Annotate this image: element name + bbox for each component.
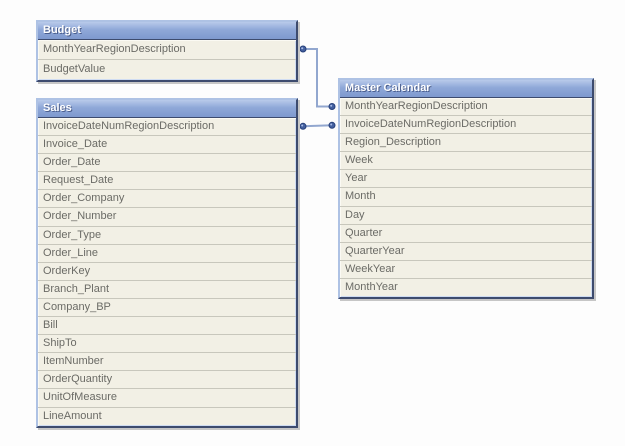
field-row[interactable]: Year xyxy=(340,170,592,189)
field-row[interactable]: ShipTo xyxy=(38,335,296,354)
connector-dot xyxy=(328,121,336,129)
field-row[interactable]: Order_Company xyxy=(38,190,296,209)
field-row[interactable]: OrderKey xyxy=(38,263,296,281)
field-row[interactable]: Order_Date xyxy=(38,154,296,173)
table-title: Budget xyxy=(43,24,81,36)
field-row[interactable]: Quarter xyxy=(340,225,592,243)
connector-dot xyxy=(328,103,336,110)
field-row[interactable]: OrderQuantity xyxy=(38,371,296,390)
connector-dot-highlight xyxy=(330,123,333,126)
field-row[interactable]: MonthYearRegionDescription xyxy=(38,40,296,60)
connection-budget-master-calendar xyxy=(299,45,336,110)
field-row[interactable]: Request_Date xyxy=(38,172,296,191)
field-row[interactable]: InvoiceDateNumRegionDescription xyxy=(340,116,592,135)
field-row[interactable]: Day xyxy=(340,207,592,225)
field-row[interactable]: QuarterYear xyxy=(340,243,592,261)
field-row[interactable]: Invoice_Date xyxy=(38,136,296,155)
field-row[interactable]: Order_Number xyxy=(38,208,296,227)
connector-dot-highlight xyxy=(301,47,304,50)
field-row[interactable]: LineAmount xyxy=(43,409,102,422)
field-row[interactable]: InvoiceDateNumRegionDescription xyxy=(38,118,296,137)
field-row[interactable]: BudgetValue xyxy=(43,63,106,75)
table-sales-header[interactable]: Sales xyxy=(38,100,296,118)
connector-dot xyxy=(299,45,307,53)
table-budget-header[interactable]: Budget xyxy=(38,22,296,40)
field-row[interactable]: Week xyxy=(340,152,592,171)
field-row[interactable]: MonthYearRegionDescription xyxy=(340,98,592,117)
table-master-calendar-header[interactable]: Master Calendar xyxy=(340,80,592,98)
table-master-calendar[interactable]: Master Calendar MonthYearRegionDescripti… xyxy=(338,78,594,300)
field-row[interactable]: Bill xyxy=(38,317,296,336)
field-row[interactable]: Month xyxy=(340,188,592,207)
field-row[interactable]: Order_Line xyxy=(38,245,296,263)
field-row[interactable]: UnitOfMeasure xyxy=(38,389,296,408)
connector-dot-highlight xyxy=(301,124,304,127)
field-row[interactable]: Region_Description xyxy=(340,134,592,153)
connector-line xyxy=(303,48,332,108)
table-title: Master Calendar xyxy=(345,82,431,94)
field-row[interactable]: Company_BP xyxy=(38,299,296,318)
field-row[interactable]: ItemNumber xyxy=(38,353,296,372)
field-row[interactable]: Order_Type xyxy=(38,227,296,245)
field-row[interactable]: MonthYear xyxy=(345,280,398,293)
connector-dot-highlight xyxy=(330,104,333,107)
connector-line xyxy=(302,124,333,128)
table-title: Sales xyxy=(43,102,72,114)
connection-sales-master-calendar xyxy=(299,121,336,130)
connector-dot xyxy=(299,122,307,130)
field-row[interactable]: WeekYear xyxy=(340,261,592,279)
field-row[interactable]: Branch_Plant xyxy=(38,281,296,299)
